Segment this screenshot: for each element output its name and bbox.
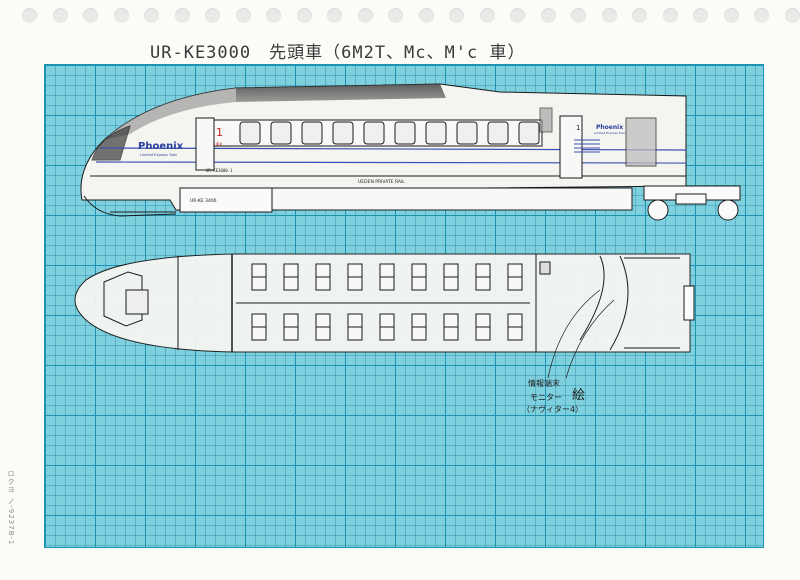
annotation-line-2: モニター xyxy=(530,393,562,402)
binder-hole xyxy=(571,8,586,23)
rear-window xyxy=(625,117,657,167)
wheel xyxy=(647,199,669,221)
front-door xyxy=(195,117,215,171)
annotation-line-1: 情報端末 xyxy=(528,379,560,388)
underframe xyxy=(271,187,633,211)
brand-front-sub: Limited Express Train xyxy=(140,153,177,157)
binder-hole xyxy=(205,8,220,23)
front-bogie-frame xyxy=(179,187,273,213)
binder-hole xyxy=(510,8,525,23)
binder-hole xyxy=(601,8,617,23)
rear-stripes xyxy=(574,139,600,153)
rear-gangway xyxy=(683,285,695,321)
binder-hole xyxy=(235,8,251,23)
brand-rear: Phoenix xyxy=(596,124,623,131)
bogie-label: UR-KE 3400 xyxy=(190,198,217,204)
binder-hole xyxy=(693,8,708,23)
side-window xyxy=(425,121,447,145)
binder-hole xyxy=(266,8,281,23)
binder-hole xyxy=(754,8,769,23)
sheet-code: ロクヨ ノ-9237B-1 xyxy=(7,470,15,546)
binder-hole xyxy=(418,8,434,23)
side-view xyxy=(80,83,741,221)
binder-hole xyxy=(52,8,68,23)
side-window xyxy=(239,121,261,145)
side-window xyxy=(301,121,323,145)
brand-front: Phoenix xyxy=(138,141,184,152)
side-window xyxy=(332,121,354,145)
railway-name: UEDEN PRIVATE RAIL xyxy=(358,179,405,185)
binder-hole xyxy=(632,8,647,23)
side-window xyxy=(456,121,478,145)
annotation-line-3: （ナヴィター4） xyxy=(522,405,584,414)
binder-hole xyxy=(449,8,464,23)
side-windows xyxy=(239,121,540,145)
binder-hole xyxy=(296,8,312,23)
wheel xyxy=(717,199,739,221)
drawing-heading: UR-KE3000 先頭車（6M2T、Mc、M'c 車） xyxy=(150,43,526,63)
side-window xyxy=(270,121,292,145)
brand-rear-sub: Limited Express Train xyxy=(594,131,626,135)
side-window xyxy=(487,121,509,145)
binder-hole xyxy=(479,8,495,23)
plan-seats xyxy=(251,263,523,341)
binder-hole xyxy=(388,8,403,23)
car-number-front: 1 xyxy=(216,126,223,139)
binder-hole xyxy=(83,8,98,23)
binder-hole xyxy=(174,8,190,23)
binder-hole xyxy=(784,8,800,23)
car-code: UR-KE3000-1 xyxy=(206,168,233,173)
binder-hole xyxy=(662,8,678,23)
binder-hole xyxy=(144,8,159,23)
binder-hole xyxy=(327,8,342,23)
binder-hole xyxy=(22,8,37,23)
windshield xyxy=(91,125,131,161)
plan-view xyxy=(74,253,695,379)
leader-line xyxy=(547,289,601,379)
roof-shading xyxy=(236,84,446,102)
small-mark: URK xyxy=(214,142,223,147)
annotation-extra: 絵 xyxy=(572,388,586,403)
binder-hole xyxy=(357,8,373,23)
binder-hole xyxy=(113,8,129,23)
car-number-rear: 1 xyxy=(576,124,580,132)
binder-hole xyxy=(723,8,739,23)
side-window xyxy=(363,121,385,145)
side-window xyxy=(394,121,416,145)
binder-hole xyxy=(540,8,556,23)
leader-line xyxy=(565,299,615,379)
rear-door xyxy=(559,115,583,179)
side-window xyxy=(518,121,540,145)
cab-console xyxy=(103,271,143,327)
driver-seat xyxy=(125,289,149,315)
